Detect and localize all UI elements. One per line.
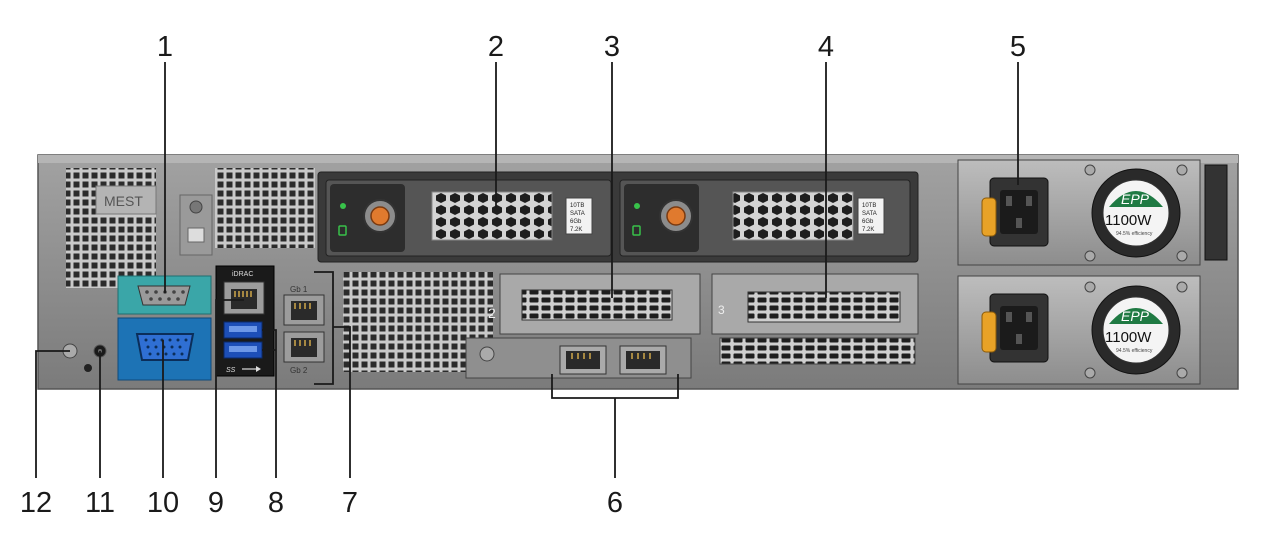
ethernet-port-1[interactable] [559, 345, 607, 375]
psu-wattage: 1100W [1105, 212, 1152, 229]
leader-line-6 [551, 374, 679, 478]
callout-6: 6 [607, 487, 623, 519]
psu-badge-band [1109, 191, 1163, 207]
psu-release-tab[interactable] [981, 197, 997, 237]
pcie-expansion-slot-4[interactable]: 3 [711, 273, 919, 365]
hard-drive-1[interactable]: 10TB SATA 6Gb 7.2K [325, 179, 612, 257]
pcie-expansion-slot-3[interactable]: 2 [488, 273, 701, 335]
psu-efficiency: 94.5% efficiency [1116, 231, 1153, 237]
vent-grille-top [215, 168, 315, 248]
callout-4: 4 [818, 31, 834, 63]
leader-line-8 [262, 329, 277, 478]
service-tag-label: MEST [104, 193, 143, 209]
drive-interface: SATA [862, 211, 877, 217]
vga-port[interactable] [117, 317, 212, 381]
drive-carrier-grille [732, 191, 854, 241]
mounting-bracket [179, 194, 213, 256]
psu-badge: EPP [1121, 191, 1150, 207]
leader-lines [35, 62, 1019, 478]
drive-latch-icon [666, 206, 686, 226]
slot-number-label: 3 [718, 303, 725, 317]
gb2-label: Gb 2 [290, 366, 308, 375]
callout-9: 9 [208, 487, 224, 519]
nic-port-gb2[interactable] [283, 331, 325, 363]
callout-11: 11 [85, 487, 115, 519]
usb-superspeed-label: SS [226, 367, 236, 374]
idrac-info-icon [84, 364, 92, 372]
drive-capacity: 10TB [570, 203, 584, 209]
drive-activity-led-icon [340, 203, 346, 209]
chassis-handle [1204, 164, 1228, 261]
drive-activity-led-icon [634, 203, 640, 209]
power-supply-2[interactable]: EPP 1100W 94.5% efficiency [957, 275, 1201, 385]
usb-icon [242, 366, 261, 372]
label-icon [187, 227, 205, 243]
usb-port-1[interactable] [223, 321, 263, 339]
drive-label [565, 197, 593, 235]
power-supply-1[interactable]: EPP 1100W 94.5% efficiency [957, 159, 1201, 266]
leader-line-12 [35, 350, 70, 478]
nic-port-gb1[interactable] [283, 294, 325, 326]
gb1-label: Gb 1 [290, 285, 308, 294]
callout-7: 7 [342, 487, 358, 519]
service-tag-plate [95, 185, 157, 215]
drive-label [857, 197, 885, 235]
callout-3: 3 [604, 31, 620, 63]
callout-1: 1 [157, 31, 173, 63]
psu-release-tab[interactable] [981, 311, 997, 353]
drive-rpm: 7.2K [862, 227, 874, 233]
drive-capacity: 10TB [862, 203, 876, 209]
drive-status-led-icon [338, 225, 347, 236]
psu-badge: EPP [1121, 308, 1150, 324]
callout-5: 5 [1010, 31, 1026, 63]
leader-line-9 [215, 299, 244, 478]
usb-port-2[interactable] [223, 341, 263, 359]
drive-latch-icon [370, 206, 390, 226]
drive-carrier-grille [431, 191, 553, 241]
callout-10: 10 [147, 487, 179, 519]
drive-interface: SATA [570, 211, 585, 217]
psu-wattage: 1100W [1105, 329, 1152, 346]
callout-8: 8 [268, 487, 284, 519]
callout-12: 12 [20, 487, 52, 519]
idrac-label: iDRAC [232, 271, 253, 278]
psu-badge-band [1109, 308, 1163, 324]
leader-line-7 [314, 271, 351, 478]
callout-2: 2 [488, 31, 504, 63]
thumbscrew-icon[interactable] [479, 346, 495, 362]
hard-drive-2[interactable]: 10TB SATA 6Gb 7.2K [619, 179, 911, 257]
drive-speed: 6Gb [570, 219, 582, 225]
pcie-bracket-lower [719, 337, 916, 365]
psu-efficiency: 94.5% efficiency [1116, 348, 1153, 354]
drive-speed: 6Gb [862, 219, 874, 225]
drive-status-led-icon [632, 225, 641, 236]
slot-number-label: 2 [488, 305, 496, 321]
drive-rpm: 7.2K [570, 227, 582, 233]
idrac-port[interactable] [223, 281, 265, 315]
thumbscrew-icon[interactable] [189, 200, 203, 214]
ethernet-port-2[interactable] [619, 345, 667, 375]
